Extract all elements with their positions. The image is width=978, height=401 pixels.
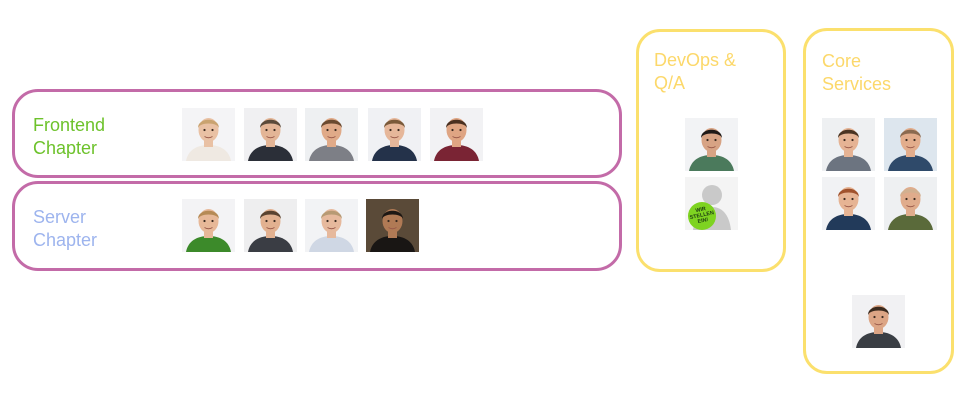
core-avatar-3 xyxy=(822,177,875,230)
frontend-chapter-label: Frontend Chapter xyxy=(33,115,106,158)
core-avatar-2 xyxy=(884,118,937,171)
core-services-label: Core Services xyxy=(822,51,892,94)
server-avatar-3 xyxy=(305,199,358,252)
devops-avatar-1 xyxy=(685,118,738,171)
hiring-badge-text: WIRSTELLENEIN! xyxy=(688,205,716,227)
server-chapter-label: Server Chapter xyxy=(33,207,98,250)
frontend-avatar-5 xyxy=(430,108,483,161)
frontend-avatar-3 xyxy=(305,108,358,161)
core-avatar-4 xyxy=(884,177,937,230)
server-avatar-2 xyxy=(244,199,297,252)
core-avatar-5 xyxy=(852,295,905,348)
server-chapter-box: Server Chapter xyxy=(12,181,622,271)
frontend-avatar-1 xyxy=(182,108,235,161)
frontend-avatar-4 xyxy=(368,108,421,161)
hiring-placeholder-icon: WIRSTELLENEIN! xyxy=(685,177,738,230)
server-avatar-1 xyxy=(182,199,235,252)
core-avatar-1 xyxy=(822,118,875,171)
frontend-avatar-2 xyxy=(244,108,297,161)
frontend-chapter-box: Frontend Chapter xyxy=(12,89,622,178)
devops-qa-label: DevOps & Q/A xyxy=(654,50,737,93)
server-avatar-4 xyxy=(366,199,419,252)
